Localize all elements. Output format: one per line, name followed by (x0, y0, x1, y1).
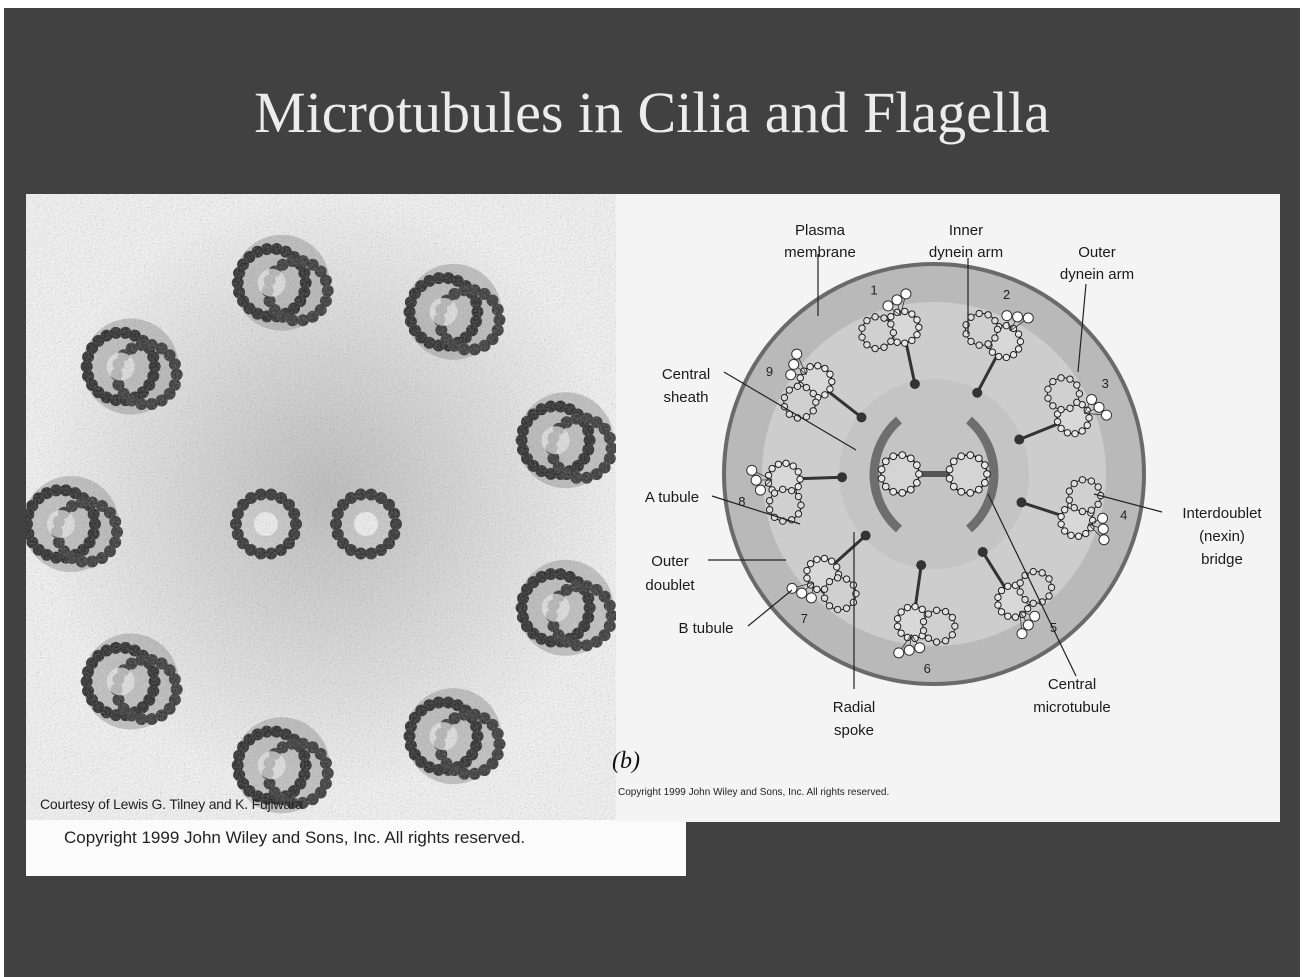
courtesy-credit: Courtesy of Lewis G. Tilney and K. Fujiw… (40, 796, 303, 812)
doublet-number: 3 (1102, 376, 1109, 391)
radial-spoke-label-2: spoke (834, 722, 874, 739)
interdoublet-label-3: bridge (1201, 551, 1243, 568)
b-tubule-label: B tubule (678, 620, 733, 637)
doublet-number: 7 (801, 611, 808, 626)
doublet-number: 9 (766, 364, 773, 379)
micrograph-panel (26, 194, 616, 876)
doublet-number: 4 (1120, 507, 1127, 522)
doublet-number: 2 (1003, 287, 1010, 302)
outer-doublet-label-1: Outer (651, 553, 689, 570)
diagram-panel: Plasma membrane Inner dynein arm Outer d… (616, 194, 1280, 822)
slide-title: Microtubules in Cilia and Flagella (0, 78, 1304, 148)
copyright-right: Copyright 1999 John Wiley and Sons, Inc.… (618, 787, 889, 798)
copyright-left: Copyright 1999 John Wiley and Sons, Inc.… (64, 828, 525, 848)
axoneme-micrograph-image (26, 194, 616, 876)
axoneme-diagram: Plasma membrane Inner dynein arm Outer d… (616, 194, 1280, 822)
doublet-number: 5 (1050, 620, 1057, 635)
doublet-number: 6 (924, 661, 931, 676)
interdoublet-label-2: (nexin) (1199, 528, 1245, 545)
doublet-number: 8 (738, 494, 745, 509)
central-microtubule-label-2: microtubule (1033, 699, 1111, 716)
figure-letter: (b) (612, 748, 640, 775)
outer-dynein-label-2: dynein arm (1060, 266, 1134, 283)
outer-dynein-label-1: Outer (1078, 244, 1116, 261)
plasma-membrane-label-2: membrane (784, 244, 856, 261)
radial-spoke-label-1: Radial (833, 699, 876, 716)
doublet-number: 1 (870, 282, 877, 297)
central-microtubule-label-1: Central (1048, 676, 1096, 693)
plasma-membrane-label-1: Plasma (795, 222, 846, 239)
inner-dynein-label-2: dynein arm (929, 244, 1003, 261)
interdoublet-label-1: Interdoublet (1182, 505, 1262, 522)
a-tubule-label: A tubule (645, 489, 699, 506)
central-sheath-label-2: sheath (663, 389, 708, 406)
central-sheath-label-1: Central (662, 366, 710, 383)
inner-dynein-label-1: Inner (949, 222, 983, 239)
outer-doublet-label-2: doublet (645, 577, 695, 594)
